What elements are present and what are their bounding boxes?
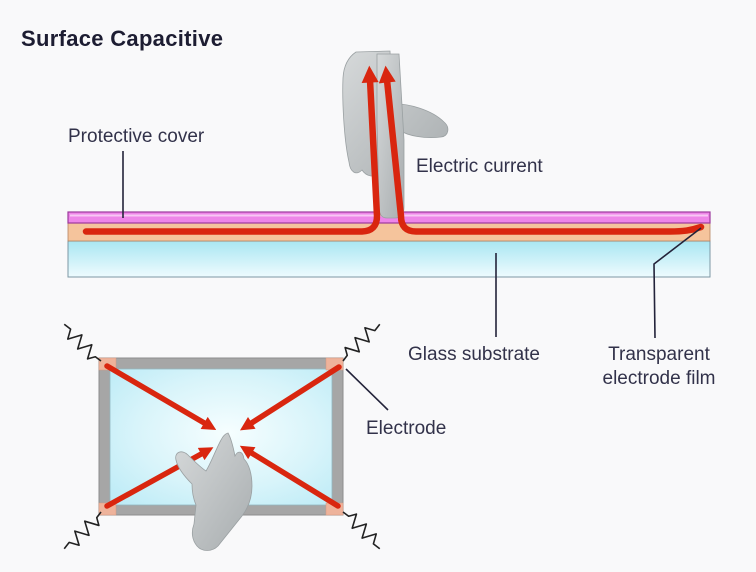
- current-arrow-top-right: [239, 364, 342, 431]
- resistor-icon: [342, 323, 381, 362]
- current-arrow-bottom-right: [239, 445, 341, 509]
- pointing-hand-icon: [175, 432, 253, 551]
- electric-current-label: Electric current: [416, 156, 543, 177]
- corner-resistors: [63, 323, 381, 550]
- glass-substrate-layer: [67, 240, 711, 278]
- current-arrow-left: [82, 65, 381, 235]
- transparent-electrode-film-line1: Transparent: [608, 344, 710, 365]
- pointer-lines-top: [122, 151, 702, 339]
- layer-stack: [67, 211, 711, 278]
- screen-panel: [63, 323, 389, 551]
- transparent-electrode-film-pointer: [653, 227, 702, 339]
- current-arrow-right: [378, 65, 705, 235]
- electrode-label: Electrode: [366, 418, 447, 439]
- resistor-icon: [63, 323, 102, 362]
- electrode-pointer: [345, 368, 389, 411]
- glass-substrate-label: Glass substrate: [408, 344, 540, 365]
- transparent-electrode-film-label: Transparent electrode film: [584, 343, 734, 391]
- current-arrow-top-left: [104, 363, 217, 431]
- page-title: Surface Capacitive: [21, 26, 224, 51]
- transparent-electrode-film-line2: electrode film: [602, 368, 716, 389]
- resistor-icon: [342, 511, 381, 550]
- protective-cover-label: Protective cover: [68, 126, 205, 147]
- resistor-icon: [63, 511, 102, 550]
- electric-current-flow: [82, 65, 705, 235]
